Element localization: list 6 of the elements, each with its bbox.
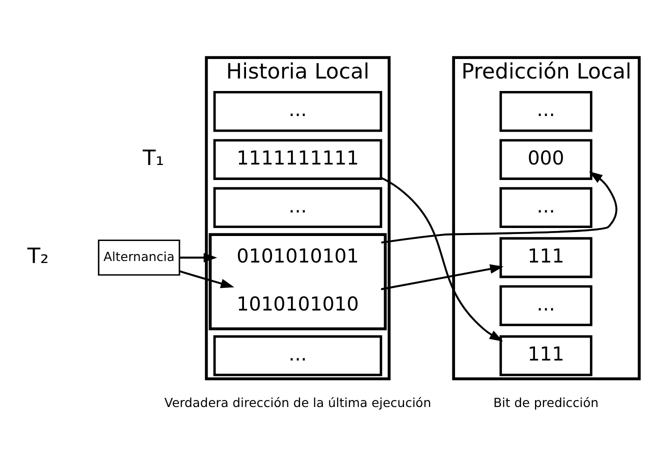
label: T₁	[142, 144, 164, 170]
node-text: 0101010101	[236, 244, 359, 268]
label: Verdadera dirección de la última ejecución	[164, 395, 432, 410]
node-text: 1010101010	[236, 292, 359, 316]
label: T₂	[27, 243, 49, 268]
label: Bit de predicción	[493, 395, 599, 410]
